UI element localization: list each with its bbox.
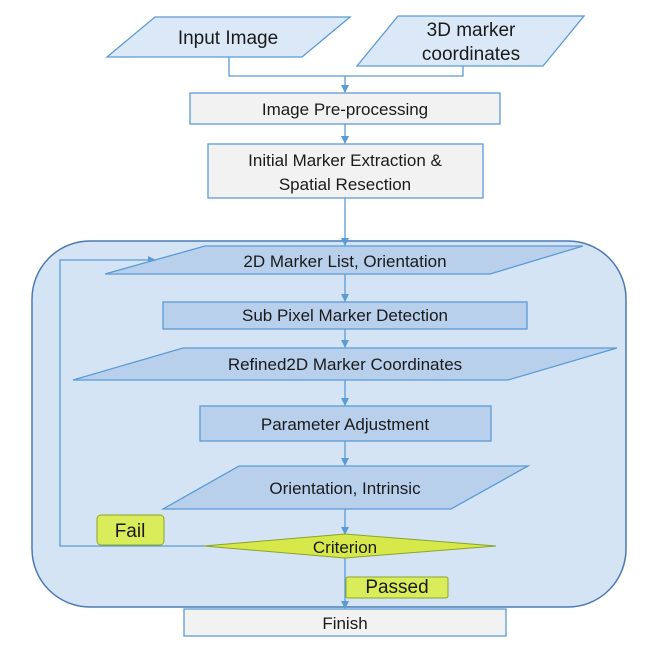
input-image-connector bbox=[228, 57, 345, 77]
fail-badge bbox=[96, 514, 165, 546]
subpixel-detection-label: Sub Pixel Marker Detection bbox=[242, 306, 448, 325]
connectors bbox=[59, 57, 464, 609]
subpixel-detection-box bbox=[162, 301, 528, 330]
fail-feedback-loop bbox=[59, 256, 204, 547]
marker-list-label: 2D Marker List, Orientation bbox=[243, 252, 446, 271]
passed-label: Passed bbox=[365, 577, 428, 598]
initial-extraction-label-line2: Spatial Resection bbox=[279, 175, 411, 194]
preprocessing-box bbox=[189, 92, 501, 125]
initial-extraction-label-line1: Initial Marker Extraction & bbox=[248, 151, 442, 170]
marker-coordinates-shape bbox=[355, 15, 586, 67]
finish-box bbox=[183, 608, 507, 637]
fail-label: Fail bbox=[115, 521, 146, 542]
input-image-label: Input Image bbox=[178, 28, 278, 49]
orientation-intrinsic-label: Orientation, Intrinsic bbox=[269, 479, 421, 498]
marker-list-shape bbox=[104, 245, 584, 275]
initial-extraction-box bbox=[207, 143, 484, 199]
refined-coordinates-label: Refined2D Marker Coordinates bbox=[228, 355, 462, 374]
criterion-diamond bbox=[203, 533, 497, 559]
refined-coordinates-shape bbox=[72, 347, 618, 381]
orientation-intrinsic-shape bbox=[160, 465, 531, 510]
passed-badge bbox=[345, 576, 449, 599]
marker-coordinates-label-line1: 3D marker bbox=[427, 20, 516, 41]
preprocessing-label: Image Pre-processing bbox=[262, 100, 428, 119]
parameter-adjustment-box bbox=[199, 405, 492, 442]
finish-label: Finish bbox=[322, 614, 367, 633]
parameter-adjustment-label: Parameter Adjustment bbox=[261, 415, 429, 434]
marker-coordinates-label-line2: coordinates bbox=[422, 44, 520, 65]
input-image-shape bbox=[105, 16, 352, 58]
marker-coordinates-connector bbox=[345, 66, 464, 77]
criterion-label: Criterion bbox=[313, 538, 377, 557]
